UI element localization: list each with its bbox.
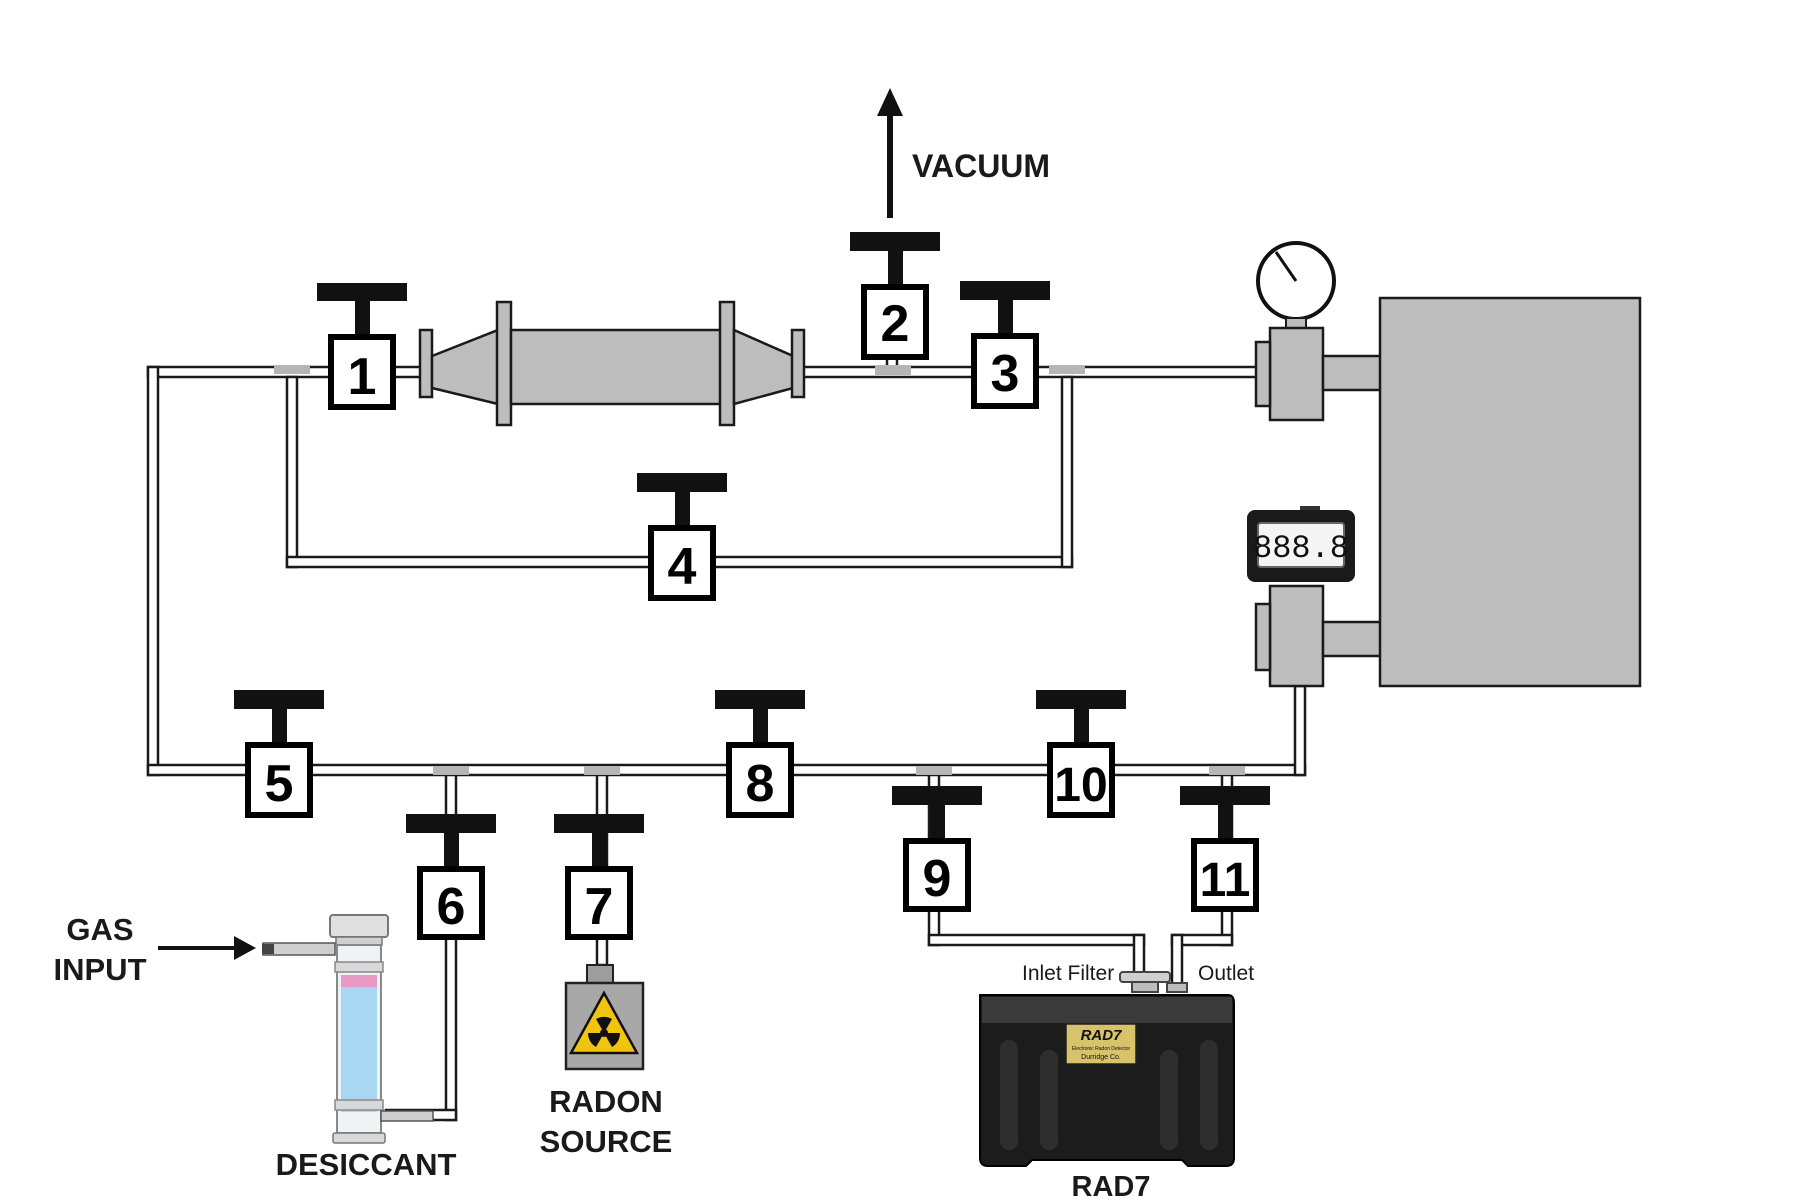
- sealed-enclosure: [1378, 296, 1642, 688]
- valve-11[interactable]: 11: [1180, 786, 1270, 912]
- pressure-gauge: [1256, 241, 1336, 331]
- rad7-label: RAD7: [1072, 1171, 1151, 1200]
- pipe-left-outer: [146, 365, 160, 777]
- valve-4-label: 4: [668, 538, 697, 596]
- valve-2[interactable]: 2: [850, 232, 940, 360]
- tee-fitting: [1049, 365, 1085, 374]
- gas-input-arrow: [158, 936, 256, 960]
- vacuum-label: VACUUM: [912, 148, 1050, 184]
- pipe-rad7-outlet-v: [1170, 933, 1184, 987]
- tee-fitting: [433, 766, 469, 775]
- pipe-right-vertical: [1293, 684, 1307, 777]
- tee-fitting: [875, 365, 911, 375]
- display-readout: 888.8: [1253, 530, 1349, 567]
- pipe-rad7-inlet-h: [927, 933, 1146, 947]
- valve-7[interactable]: 7: [554, 814, 644, 940]
- valve-4[interactable]: 4: [637, 473, 727, 601]
- gas-input-label-line1: GAS: [66, 912, 133, 947]
- tee-fitting: [584, 766, 620, 775]
- tee-fitting: [1209, 766, 1245, 775]
- valve-9[interactable]: 9: [892, 786, 982, 912]
- valve-6-label: 6: [437, 878, 466, 936]
- valve-10-label: 10: [1054, 759, 1107, 812]
- valve-2-label: 2: [881, 295, 910, 353]
- vacuum-arrow: [877, 88, 903, 218]
- pipe-bypass-right: [1060, 375, 1074, 569]
- upper-tee-fitting: [1254, 326, 1385, 422]
- rad7-detector: RAD7 Electronic Radon Detector Durridge …: [979, 994, 1235, 1167]
- tee-fitting: [274, 365, 310, 374]
- valve-1-label: 1: [348, 348, 377, 406]
- valve-5[interactable]: 5: [234, 690, 324, 818]
- rad7-plate-line2: Durridge Co.: [1081, 1054, 1121, 1061]
- valve-9-label: 9: [923, 850, 952, 908]
- valve-1[interactable]: 1: [317, 283, 407, 410]
- outlet-label: Outlet: [1198, 962, 1254, 985]
- radon-source-label-line2: SOURCE: [540, 1124, 673, 1159]
- inlet-filter: [1119, 971, 1171, 993]
- valve-7-label: 7: [585, 878, 614, 936]
- radon-source-label-line1: RADON: [549, 1084, 663, 1119]
- desiccant-label: DESICCANT: [276, 1147, 457, 1182]
- inlet-filter-label: Inlet Filter: [1022, 962, 1114, 985]
- pipe-bypass-left: [285, 375, 299, 569]
- valve-6[interactable]: 6: [406, 814, 496, 940]
- valve-11-label: 11: [1200, 854, 1251, 907]
- valve-3[interactable]: 3: [960, 281, 1050, 409]
- lower-tee-fitting: [1254, 584, 1385, 688]
- tee-fitting: [916, 766, 952, 775]
- valve-3-label: 3: [991, 345, 1020, 403]
- radiation-hazard-icon: [587, 1016, 621, 1047]
- sample-chamber: [418, 300, 806, 427]
- valve-5-label: 5: [265, 755, 294, 813]
- digital-flow-display: 888.8: [1247, 506, 1355, 582]
- rad7-plate-title: RAD7: [1081, 1027, 1122, 1044]
- outlet-port: [1166, 982, 1188, 993]
- valve-8[interactable]: 8: [715, 690, 805, 818]
- valve-10[interactable]: 10: [1036, 690, 1126, 818]
- gas-input-label-line2: INPUT: [54, 952, 147, 987]
- desiccant-column: [262, 914, 434, 1144]
- valve-8-label: 8: [746, 755, 775, 813]
- tee-fittings: [274, 365, 1245, 775]
- rad7-plate-line1: Electronic Radon Detector: [1072, 1046, 1131, 1052]
